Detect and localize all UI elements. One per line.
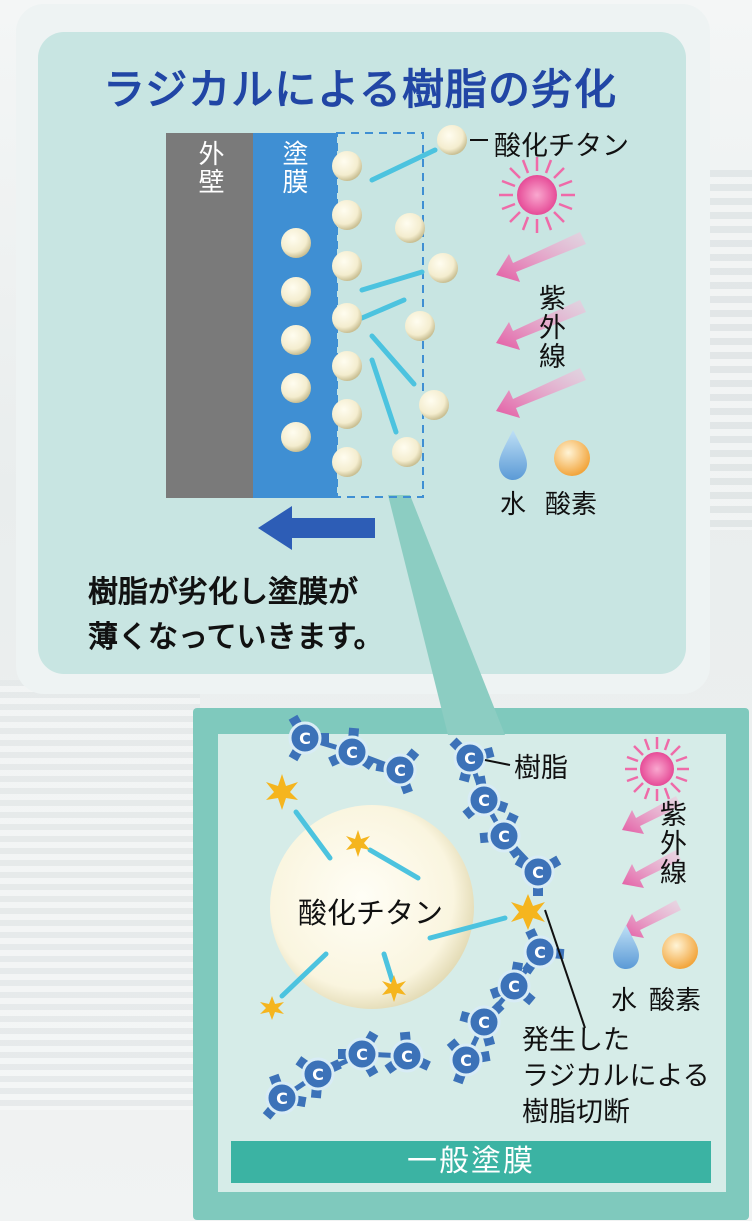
sun-icon <box>499 157 575 233</box>
resin-leader-line <box>484 759 511 766</box>
coating-type-banner: 一般塗膜 <box>231 1141 711 1183</box>
oxygen-icon-bottom <box>662 933 698 969</box>
carbon-atom: C <box>338 1030 379 1078</box>
radical-sparks <box>260 774 545 1020</box>
uv-label-bottom: 紫外線 <box>655 800 686 887</box>
film-label: 塗膜 <box>278 140 308 196</box>
oxygen-icon <box>554 440 590 476</box>
carbon-atom: C <box>446 1038 491 1085</box>
uv-arrows-bottom <box>622 796 681 938</box>
radical-label-line-1: 発生した <box>522 1025 630 1056</box>
sun-icon-bottom <box>625 737 689 801</box>
carbon-symbol: C <box>401 1047 413 1066</box>
carbon-symbol: C <box>532 863 544 882</box>
carbon-atom: C <box>514 855 562 896</box>
carbon-symbol: C <box>478 791 490 810</box>
caption-line-2: 薄くなっていきます。 <box>88 620 384 655</box>
titanium-label: 酸化チタン <box>494 131 629 162</box>
radical-label-line-3: 樹脂切断 <box>522 1097 630 1128</box>
water-drop-icon <box>499 430 527 480</box>
carbon-symbol: C <box>346 743 358 762</box>
carbon-symbol: C <box>299 729 311 748</box>
carbon-symbol: C <box>498 827 510 846</box>
carbon-atom: C <box>462 775 509 820</box>
titanium-particles-surface <box>332 125 467 477</box>
uv-arrows-top <box>496 232 586 418</box>
carbon-symbol: C <box>356 1045 368 1064</box>
carbon-symbol: C <box>394 761 406 780</box>
caption-line-1: 樹脂が劣化し塗膜が <box>88 575 358 610</box>
oxygen-label-bottom: 酸素 <box>649 986 702 1016</box>
thinning-arrow-icon <box>258 506 375 550</box>
background-siding <box>0 680 200 1110</box>
uv-label: 紫外線 <box>534 284 565 371</box>
carbon-symbol: C <box>276 1089 288 1108</box>
radical-leader-line <box>544 909 586 1029</box>
top-panel <box>38 32 686 674</box>
carbon-atom: C <box>479 812 522 859</box>
radical-label-line-2: ラジカルによる <box>522 1061 710 1092</box>
titanium-particles-film <box>281 228 311 452</box>
carbon-symbol: C <box>460 1051 472 1070</box>
water-label-bottom: 水 <box>611 986 638 1016</box>
titanium-big-label: 酸化チタン <box>298 896 444 930</box>
radical-rays-bottom <box>279 809 508 999</box>
carbon-symbol: C <box>478 1013 490 1032</box>
carbon-atom: C <box>459 1001 505 1047</box>
callout-wedge <box>388 495 505 735</box>
wall-layer <box>166 133 253 498</box>
diagram-title: ラジカルによる樹脂の劣化 <box>103 65 617 114</box>
wall-label: 外壁 <box>194 140 224 196</box>
carbon-symbol: C <box>508 977 520 996</box>
carbon-symbol: C <box>312 1065 324 1084</box>
oxygen-label: 酸素 <box>545 490 598 520</box>
carbon-atom: C <box>522 928 565 975</box>
carbon-symbol: C <box>464 749 476 768</box>
radical-rays-top <box>359 147 438 435</box>
carbon-atom: C <box>384 1031 431 1074</box>
resin-label: 樹脂 <box>514 753 568 784</box>
carbon-atom: C <box>288 714 329 762</box>
water-label: 水 <box>500 490 527 520</box>
carbon-atom: C <box>262 1073 307 1120</box>
carbon-atom: C <box>328 727 375 770</box>
carbon-atom: C <box>375 748 420 795</box>
carbon-atom: C <box>489 961 536 1006</box>
carbon-atom: C <box>295 1056 342 1099</box>
water-drop-icon-bottom <box>613 925 639 969</box>
carbon-symbol: C <box>534 943 546 962</box>
carbon-atom: C <box>449 737 495 783</box>
